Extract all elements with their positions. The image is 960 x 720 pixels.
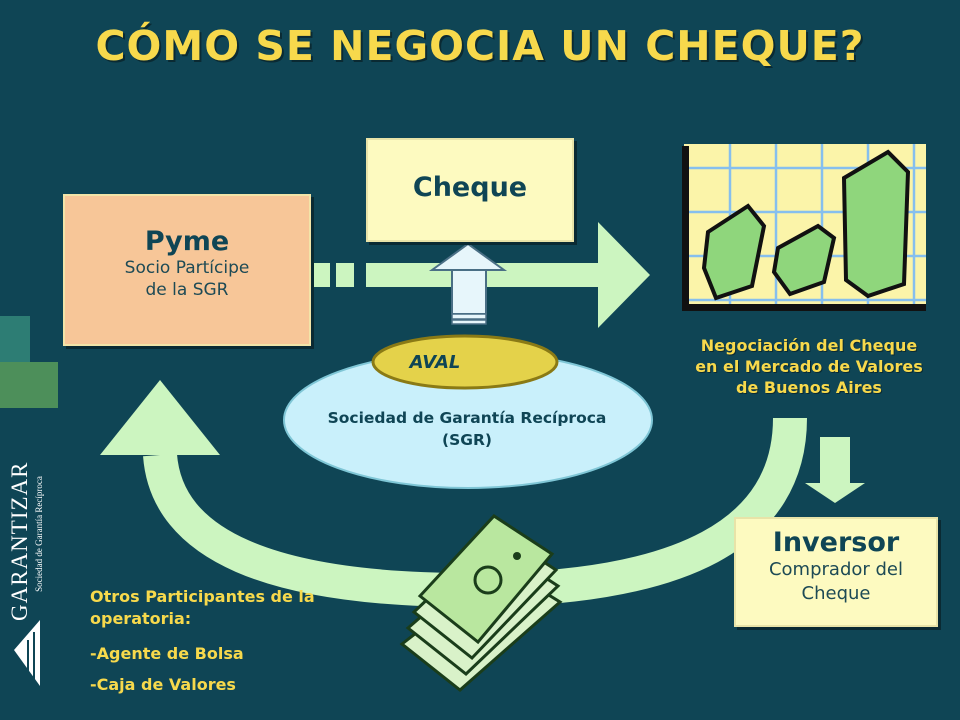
- sgr-label: Sociedad de Garantía Recíproca (SGR): [282, 407, 652, 451]
- pyme-line2: de la SGR: [145, 280, 229, 300]
- inversor-line1: Comprador del: [768, 559, 904, 580]
- other-participants-header: Otros Participantes de la operatoria:: [90, 586, 370, 630]
- pyme-title: Pyme: [144, 226, 230, 257]
- negociacion-line3: de Buenos Aires: [736, 378, 882, 397]
- cheque-label: Cheque: [412, 172, 528, 203]
- inversor-box: Inversor Comprador del Cheque: [734, 517, 938, 627]
- cheque-box: Cheque: [366, 138, 574, 242]
- negociacion-label: Negociación del Cheque en el Mercado de …: [664, 335, 954, 398]
- aval-ellipse: [371, 334, 559, 390]
- sidebar-block-teal: [0, 316, 30, 362]
- list-item: -Caja de Valores: [90, 675, 236, 694]
- negociacion-line1: Negociación del Cheque: [700, 336, 918, 355]
- pyme-line1: Socio Partícipe: [124, 258, 250, 278]
- sidebar-block-green: [0, 362, 58, 408]
- inversor-title: Inversor: [772, 527, 900, 558]
- up-arrow-aval: [428, 242, 508, 325]
- sgr-line2: (SGR): [442, 431, 492, 449]
- return-arrow-head: [100, 380, 220, 455]
- other-participants: Otros Participantes de la operatoria: -A…: [90, 586, 370, 700]
- garantizar-logo-icon: [14, 620, 40, 686]
- down-arrow-inversor: [805, 437, 865, 503]
- other-header-line1: Otros Participantes de la: [90, 587, 315, 606]
- page-title: CÓMO SE NEGOCIA UN CHEQUE?: [95, 22, 865, 70]
- list-item: -Agente de Bolsa: [90, 644, 244, 663]
- sgr-line1: Sociedad de Garantía Recíproca: [327, 409, 607, 427]
- inversor-line2: Cheque: [801, 583, 871, 604]
- stock-chart-icon: [682, 144, 926, 311]
- other-header-line2: operatoria:: [90, 609, 192, 628]
- logo-subtitle: Sociedad de Garantía Recíproca: [34, 476, 44, 592]
- negociacion-line2: en el Mercado de Valores: [695, 357, 923, 376]
- pyme-box: Pyme Socio Partícipe de la SGR: [63, 194, 311, 346]
- money-stack-icon: [399, 514, 563, 692]
- aval-label: AVAL: [409, 352, 461, 373]
